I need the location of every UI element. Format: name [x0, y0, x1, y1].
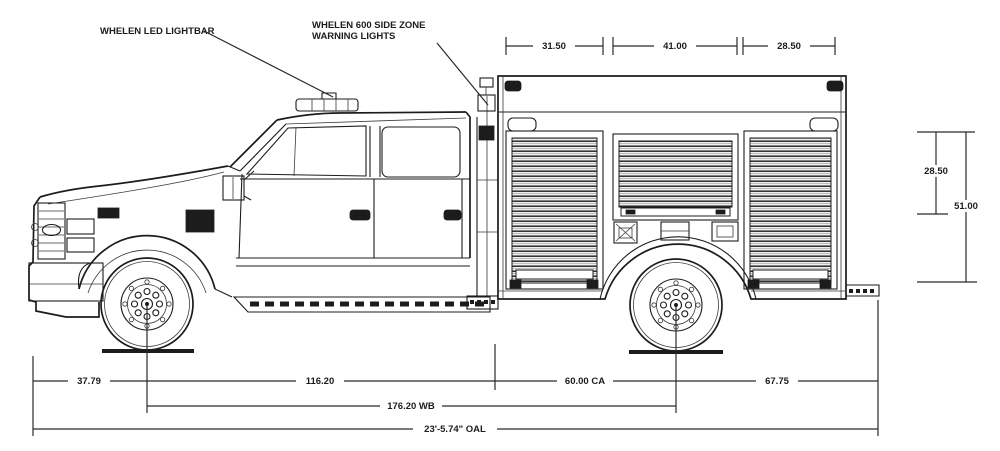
roof-line	[276, 111, 467, 121]
front-door-handle	[349, 209, 371, 221]
small-compartment	[711, 221, 739, 242]
dim-compartment1-width: 31.50	[542, 41, 566, 52]
dim-compartment2-width: 41.00	[663, 41, 687, 52]
dim-rear-overhang: 67.75	[765, 376, 789, 387]
roll-up-door-2	[612, 133, 739, 221]
dim-overall-length: 23'-5.74" OAL	[424, 424, 486, 435]
side-marker-light	[97, 207, 120, 219]
roll-up-door-1	[505, 130, 604, 290]
dim-axle-to-cab: 116.20	[306, 376, 335, 387]
fender-badge	[185, 209, 215, 233]
dim-front-overhang: 37.79	[77, 376, 101, 387]
lower-warning-light-icon	[478, 125, 495, 141]
windshield	[229, 119, 278, 168]
front-fascia	[28, 196, 100, 318]
truck-drawing	[28, 75, 880, 354]
front-bumper	[28, 262, 104, 302]
callout-sidezone-label-line1: WHELEN 600 SIDE ZONE	[312, 20, 426, 31]
hood-line	[39, 165, 229, 198]
callout-sidezone-label-line2: WARNING LIGHTS	[312, 31, 395, 42]
dim-cab-to-axle: 60.00 CA	[565, 376, 605, 387]
rescue-body	[497, 75, 880, 300]
front-fender-arch	[78, 234, 216, 290]
rear-door-window	[381, 126, 461, 178]
headlight	[66, 218, 95, 235]
rear-door-handle	[443, 209, 462, 221]
door-lift-bar	[620, 207, 731, 217]
body-front-step	[466, 295, 499, 310]
running-board	[232, 296, 491, 313]
body-front-panel	[466, 77, 499, 310]
dim-door-opening-height: 28.50	[924, 166, 948, 177]
under-door-compartments	[613, 221, 739, 244]
dim-wheelbase: 176.20 WB	[387, 401, 435, 412]
brand-emblem	[41, 223, 62, 237]
marker-lamp	[809, 117, 839, 132]
body-outline	[497, 75, 847, 300]
electrical-receptacle	[613, 221, 638, 244]
marker-lamp	[507, 117, 537, 132]
front-door-window	[245, 125, 367, 177]
clearance-light-icon	[826, 80, 844, 92]
door-lift-bar	[752, 269, 829, 280]
lightbar-icon	[295, 98, 359, 112]
turn-signal	[66, 237, 95, 253]
clearance-light-icon	[504, 80, 522, 92]
cab-group	[28, 92, 491, 318]
grille	[37, 202, 66, 260]
tailboard-step	[846, 284, 880, 297]
side-zone-warning-light-icon	[477, 94, 496, 112]
dimension-annotations	[32, 30, 977, 436]
dim-body-height: 51.00	[954, 201, 978, 212]
lightbar-leader-line	[203, 30, 334, 98]
side-mirror	[222, 175, 245, 201]
labels: WHELEN LED LIGHTBAR WHELEN 600 SIDE ZONE…	[68, 20, 987, 435]
callout-lightbar-label: WHELEN LED LIGHTBAR	[100, 26, 215, 37]
dim-compartment3-width: 28.50	[777, 41, 801, 52]
cab-rear-edge	[465, 111, 471, 258]
door-lift-bar	[515, 269, 594, 280]
sidezone-leader-line	[436, 42, 489, 106]
roll-up-door-3	[743, 130, 838, 290]
